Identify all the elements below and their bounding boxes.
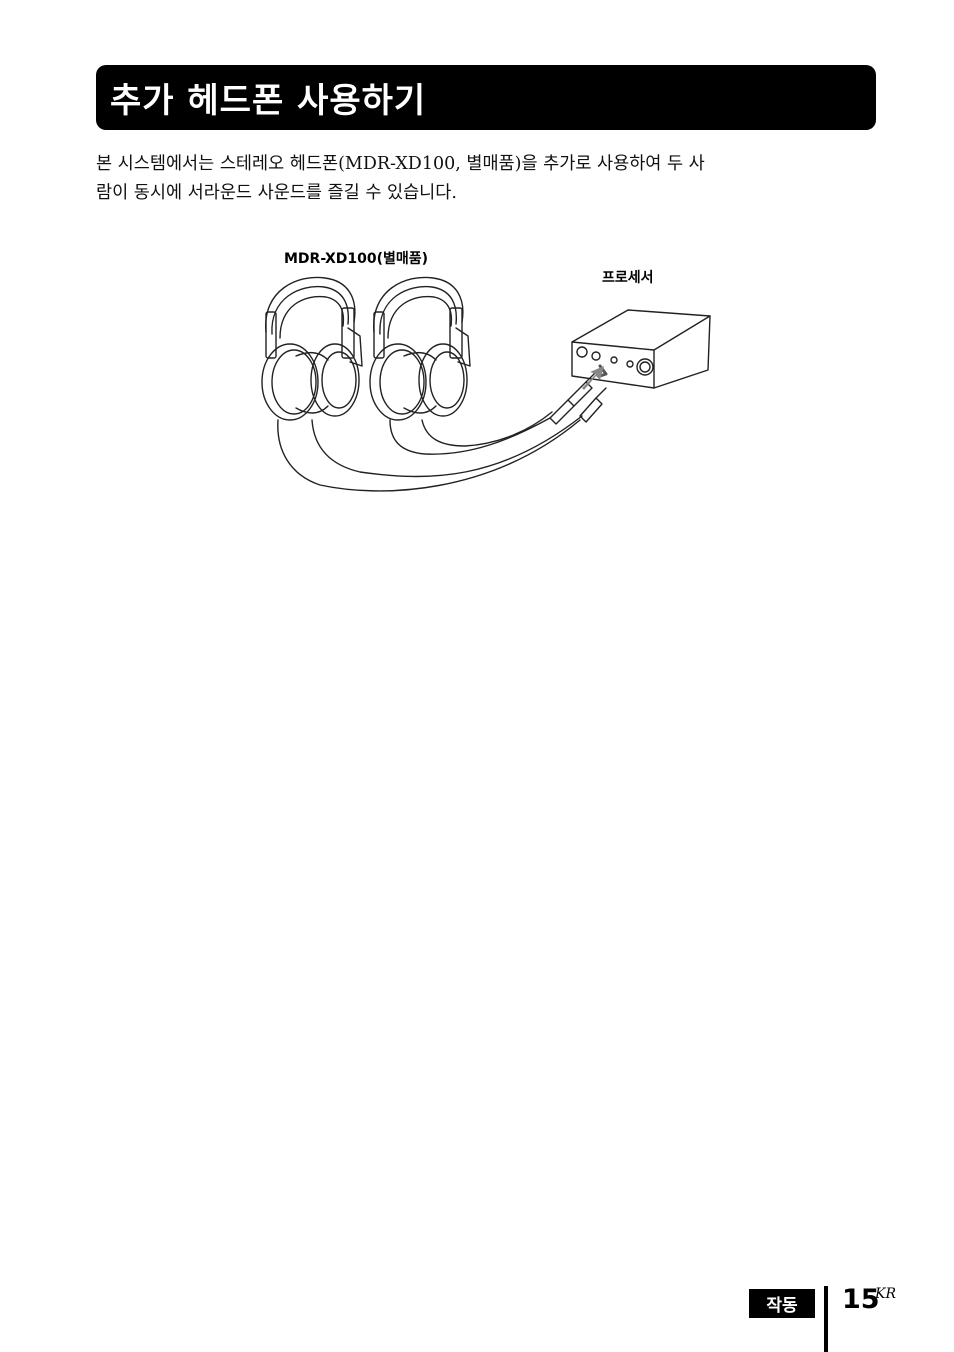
headphone-left-illustration	[261, 276, 583, 492]
section-tab: 작동	[749, 1289, 815, 1318]
section-label: 작동	[766, 1296, 798, 1316]
intro-line-1: 본 시스템에서는 스테레오 헤드폰(MDR-XD100, 별매품)을 추가로 사…	[96, 154, 705, 174]
headphones-connection-illustration	[261, 276, 711, 492]
page-number: 15	[842, 1284, 880, 1315]
page-title: 추가 헤드폰 사용하기	[110, 81, 427, 121]
insert-arrow-icon	[582, 366, 604, 390]
page-number-suffix: KR	[875, 1286, 896, 1302]
processor-illustration	[571, 309, 711, 389]
intro-paragraph: 본 시스템에서는 스테레오 헤드폰(MDR-XD100, 별매품)을 추가로 사…	[96, 150, 876, 208]
footer-divider	[824, 1286, 828, 1352]
processor-label: 프로세서	[602, 270, 654, 286]
plug-illustration	[549, 371, 607, 425]
headphone-right-illustration	[369, 276, 553, 455]
headphones-label: MDR-XD100(별매품)	[284, 251, 429, 267]
intro-line-2: 람이 동시에 서라운드 사운드를 즐길 수 있습니다.	[96, 183, 457, 203]
page-title-bar: 추가 헤드폰 사용하기	[96, 65, 876, 130]
